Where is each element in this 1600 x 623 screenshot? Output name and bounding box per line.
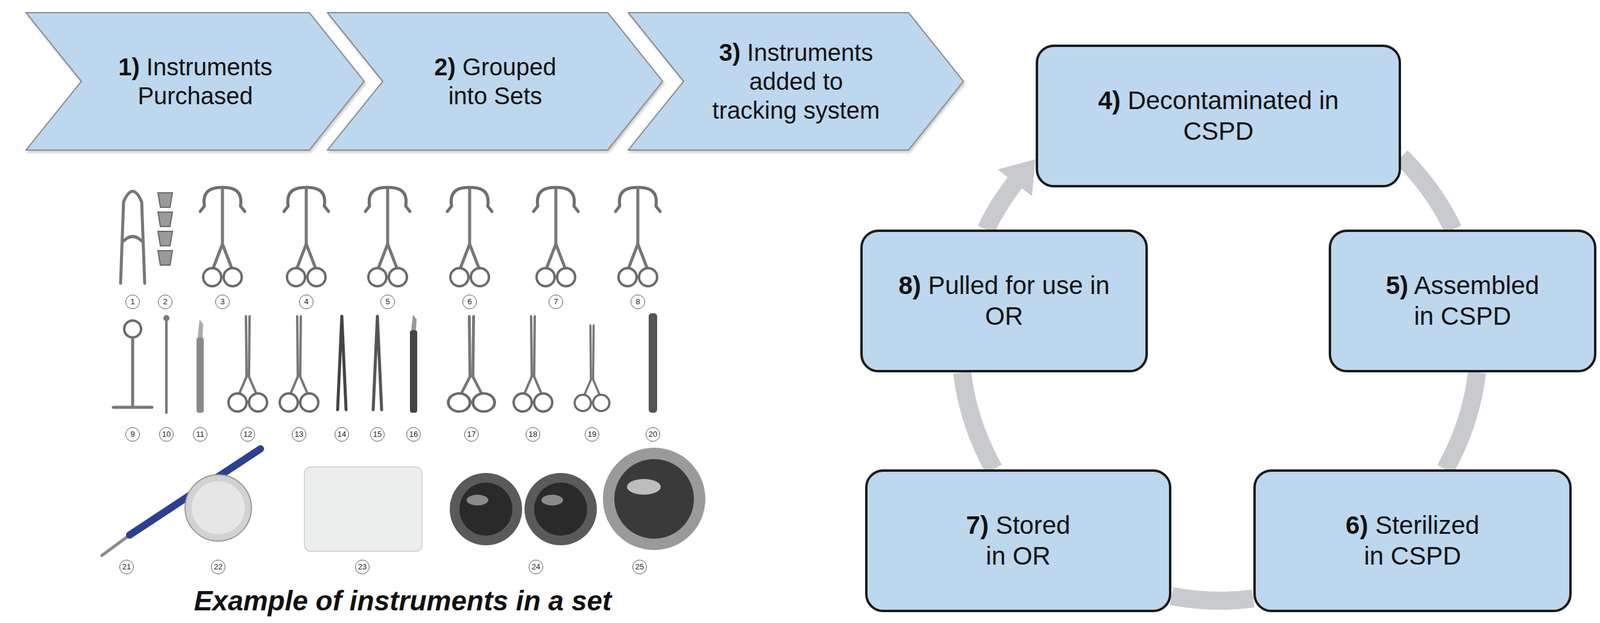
- callout-number: 17: [464, 427, 479, 442]
- step-label: 1) Instruments Purchased: [95, 52, 295, 111]
- cycle-connector: [1401, 156, 1453, 230]
- callout-number: 6: [462, 294, 477, 310]
- callout-number: 13: [291, 427, 307, 442]
- step-number: 1): [118, 53, 140, 81]
- callout-number: 3: [215, 294, 230, 310]
- callout-number: 21: [119, 560, 134, 575]
- callout-number: 18: [525, 427, 541, 442]
- callout-number: 22: [211, 560, 226, 575]
- cycle-arc: [962, 372, 995, 470]
- callout-number: 12: [240, 427, 256, 442]
- cycle-connector: [962, 372, 995, 470]
- chevron-shape: [25, 12, 366, 151]
- cycle-connector: [985, 159, 1036, 230]
- step-number: 7): [966, 511, 989, 540]
- chevron-outline: [628, 12, 964, 151]
- text-stack: 1) Instruments Purchased: [95, 52, 295, 111]
- process-box: 6) Sterilized in CSPD: [1253, 469, 1572, 613]
- cycle-arc: [985, 182, 1015, 230]
- row-one-instruments: [120, 187, 661, 287]
- callout-number: 2: [157, 294, 173, 310]
- callout-number: 5: [380, 294, 395, 310]
- row-two-instruments: [113, 313, 658, 413]
- callout-number: 25: [632, 560, 647, 575]
- callout-number: 23: [355, 560, 370, 575]
- step-label: 5) Assembled in CSPD: [1378, 270, 1547, 332]
- process-box: 8) Pulled for use in OR: [860, 229, 1148, 373]
- step-number: 2): [434, 53, 456, 81]
- cycle-connector: [1171, 596, 1253, 602]
- step-label: 7) Stored in OR: [957, 510, 1079, 572]
- cycle-connector: [1445, 372, 1478, 470]
- chevron-step: 2) Grouped into Sets: [326, 12, 664, 151]
- callout-number: 11: [192, 427, 208, 442]
- callout-number: 16: [406, 427, 421, 442]
- chevron-step: 3) Instruments added to tracking system: [627, 12, 965, 151]
- text-stack: 2) Grouped into Sets: [417, 52, 574, 111]
- callout-number: 8: [630, 294, 646, 310]
- text-stack: 7) Stored in OR: [957, 510, 1079, 572]
- text-stack: 4) Decontaminated in CSPD: [1085, 85, 1352, 147]
- chevron-outline: [25, 12, 365, 151]
- chevron-step: 1) Instruments Purchased: [25, 12, 366, 151]
- step-label: 2) Grouped into Sets: [417, 52, 574, 111]
- cycle-arc: [1445, 372, 1478, 470]
- step-number: 8): [898, 271, 921, 300]
- chevron-outline: [327, 12, 663, 151]
- step-label: 4) Decontaminated in CSPD: [1085, 85, 1352, 147]
- callout-number: 15: [370, 427, 385, 442]
- figure-caption: Example of instruments in a set: [194, 585, 612, 617]
- step-label: 8) Pulled for use in OR: [889, 270, 1119, 332]
- callout-number: 24: [528, 560, 544, 575]
- text-stack: 3) Instruments added to tracking system: [705, 37, 887, 125]
- callout-number: 14: [334, 427, 350, 442]
- process-box: 5) Assembled in CSPD: [1328, 229, 1597, 373]
- chevron-shape: [326, 12, 664, 151]
- step-number: 3): [719, 39, 741, 66]
- callout-number: 10: [159, 427, 174, 442]
- callout-number: 20: [645, 427, 661, 442]
- step-number: 6): [1345, 511, 1368, 540]
- cycle-arc: [1401, 156, 1453, 230]
- callout-number: 9: [125, 427, 140, 442]
- callout-number: 1: [125, 294, 140, 310]
- text-stack: 6) Sterilized in CSPD: [1340, 510, 1485, 572]
- step-number: 5): [1385, 271, 1409, 300]
- callout-number: 7: [548, 294, 564, 310]
- process-box: 4) Decontaminated in CSPD: [1035, 44, 1402, 188]
- step-label: 6) Sterilized in CSPD: [1340, 510, 1485, 572]
- callout-number: 4: [299, 294, 314, 310]
- process-box: 7) Stored in OR: [865, 469, 1172, 613]
- step-label: 3) Instruments added to tracking system: [705, 37, 887, 125]
- step-number: 4): [1097, 86, 1121, 115]
- arrow-head: [997, 159, 1036, 196]
- row-three-items: [101, 447, 706, 556]
- cycle-arc: [1171, 596, 1253, 602]
- callout-number: 19: [584, 427, 600, 442]
- text-stack: 5) Assembled in CSPD: [1378, 270, 1547, 332]
- text-stack: 8) Pulled for use in OR: [889, 270, 1119, 332]
